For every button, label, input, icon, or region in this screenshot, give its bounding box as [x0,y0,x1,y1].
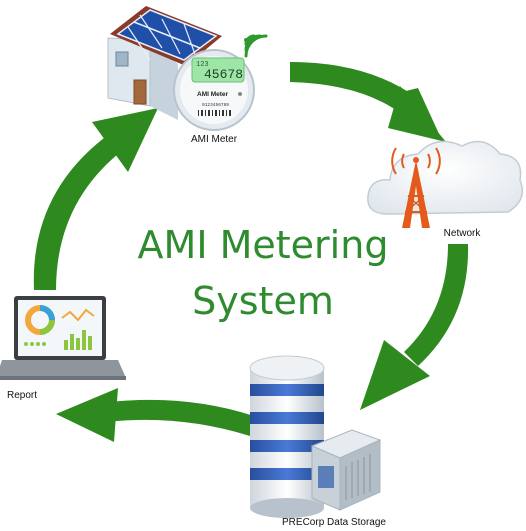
title-line-2: System [192,279,334,323]
title-line-1: AMI Metering [138,223,389,267]
meter-display-value: 45678 [204,67,243,82]
solar-panel-array [116,9,218,61]
meter-brand: AMI Meter [197,91,229,98]
network-cloud [367,140,523,215]
donut-chart-icon [25,305,55,335]
arrow-report-to-meter [33,108,158,290]
meter-display-small: 123 [196,61,209,69]
ami-meter: 123 45678 AMI Meter 0123456789 [173,49,255,131]
label-network: Network [444,228,482,239]
label-report: Report [7,390,37,401]
laptop-report-icon [0,296,126,380]
label-ami-meter: AMI Meter [191,134,238,145]
arrow-meter-to-network [290,62,446,142]
meter-indicator-dot [238,92,242,96]
wifi-signal-icon [244,34,268,58]
line-chart-icon [61,308,95,322]
database-cylinder-icon [249,355,325,518]
arrow-network-to-storage [360,244,469,410]
arrow-storage-to-report [56,388,254,442]
house-with-solar-panels [107,6,222,120]
server-rack-icon [310,429,382,511]
report-dots-icon [24,342,46,346]
bar-chart-icon [64,330,92,350]
radio-tower-icon [391,147,441,228]
label-storage: PRECorp Data Storage [282,517,386,528]
meter-barcode [198,110,231,116]
meter-serial: 0123456789 [202,102,229,108]
